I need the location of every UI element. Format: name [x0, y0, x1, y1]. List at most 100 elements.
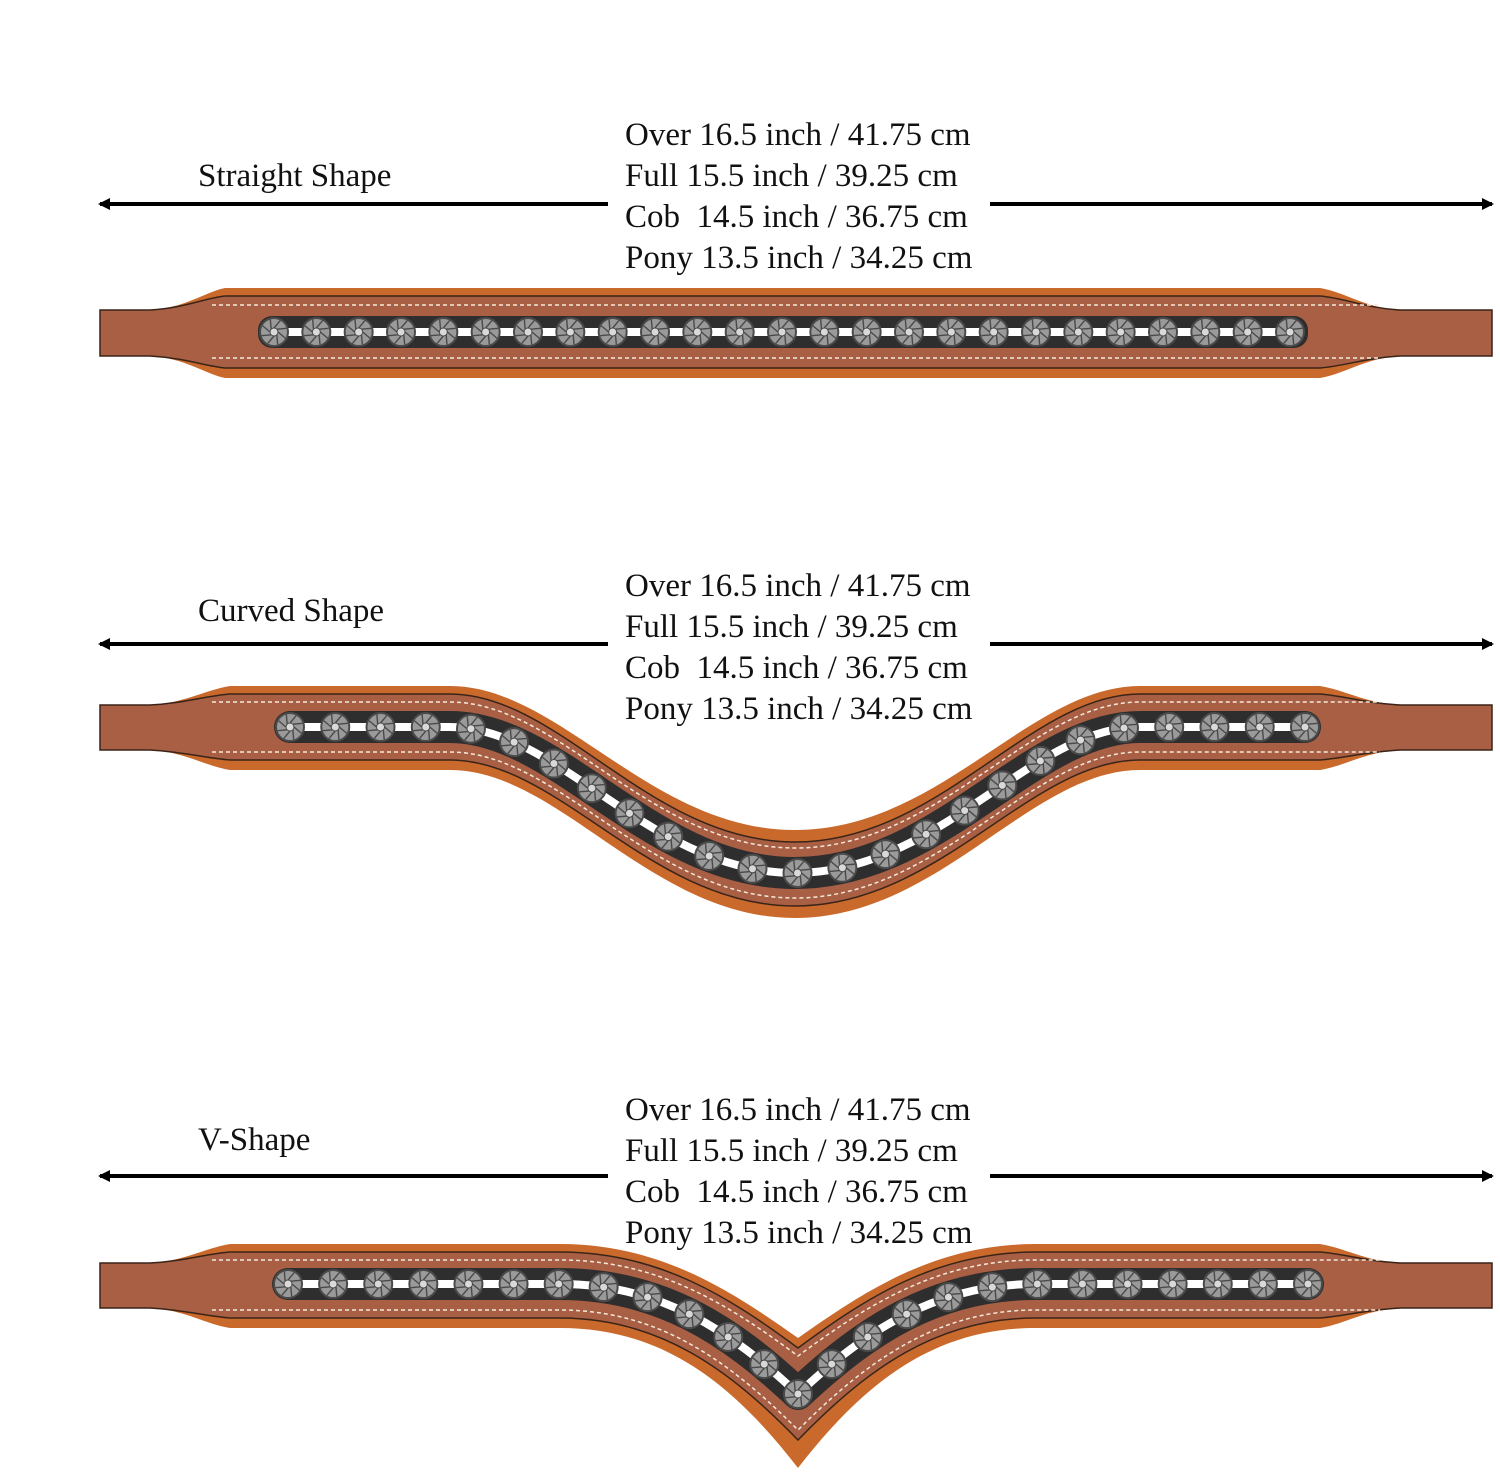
size-pony: Pony 13.5 inch / 34.25 cm — [625, 240, 973, 276]
crystal-icon — [588, 1272, 619, 1303]
crystal-icon — [1293, 1269, 1323, 1299]
crystal-icon — [977, 1272, 1008, 1303]
crystal-icon — [597, 317, 628, 347]
crystal-icon — [978, 317, 1009, 347]
crystal-icon — [1105, 317, 1136, 347]
crystal-icon — [713, 1321, 744, 1352]
crystal-icon — [1275, 317, 1305, 347]
browband-v-shape — [99, 1244, 1493, 1468]
crystal-icon — [538, 748, 569, 779]
crystal-icon — [640, 317, 670, 347]
crystal-icon — [1232, 317, 1263, 347]
crystal-icon — [936, 317, 967, 347]
size-full: Full 15.5 inch / 39.25 cm — [625, 609, 958, 645]
crystal-icon — [894, 317, 924, 347]
crystal-icon — [933, 1282, 964, 1313]
stitching-top — [212, 1259, 1380, 1357]
crystal-icon — [453, 1269, 484, 1299]
crystal-icon — [737, 853, 768, 884]
size-over: Over 16.5 inch / 41.75 cm — [625, 568, 971, 604]
crystal-icon — [614, 798, 645, 829]
crystal-icon — [365, 712, 396, 742]
stitching-bottom — [212, 1309, 1380, 1432]
crystal-icon — [674, 1299, 705, 1330]
section-straight: Straight Shape Over 16.5 inch / 41.75 cm… — [98, 117, 1494, 378]
crystal-icon — [1067, 1269, 1098, 1299]
crystal-icon — [653, 821, 684, 852]
size-pony: Pony 13.5 inch / 34.25 cm — [625, 1215, 973, 1251]
crystal-row — [273, 1269, 1323, 1409]
crystal-icon — [852, 1321, 883, 1352]
crystal-icon — [1108, 713, 1139, 744]
crystal-icon — [1025, 745, 1056, 776]
crystal-icon — [259, 317, 289, 347]
crystal-icon — [1199, 712, 1230, 742]
stitching-bottom — [212, 751, 1380, 899]
crystal-icon — [1065, 725, 1096, 756]
crystal-icon — [455, 713, 486, 744]
crystal-icon — [987, 770, 1018, 801]
browband-curved — [99, 686, 1493, 918]
browband-inner-leather — [99, 693, 1493, 907]
crystal-icon — [275, 712, 305, 742]
section-curved: Curved Shape Over 16.5 inch / 41.75 cm F… — [98, 568, 1494, 918]
size-over: Over 16.5 inch / 41.75 cm — [625, 1092, 971, 1128]
crystal-icon — [363, 1269, 394, 1299]
crystal-icon — [724, 317, 755, 347]
crystal-icon — [386, 317, 416, 347]
size-full: Full 15.5 inch / 39.25 cm — [625, 1133, 958, 1169]
crystal-icon — [318, 1269, 349, 1299]
size-cob: Cob 14.5 inch / 36.75 cm — [625, 650, 968, 686]
size-cob: Cob 14.5 inch / 36.75 cm — [625, 199, 968, 235]
crystal-icon — [827, 852, 858, 883]
crystal-row — [275, 712, 1320, 888]
crystal-icon — [1202, 1269, 1233, 1299]
size-over: Over 16.5 inch / 41.75 cm — [625, 117, 971, 153]
section-v-shape: V-Shape Over 16.5 inch / 41.75 cm Full 1… — [98, 1092, 1494, 1468]
crystal-icon — [749, 1349, 780, 1380]
crystal-icon — [555, 317, 586, 347]
crystal-icon — [911, 819, 942, 850]
crystal-icon — [1022, 1269, 1053, 1299]
size-cob: Cob 14.5 inch / 36.75 cm — [625, 1174, 968, 1210]
size-full: Full 15.5 inch / 39.25 cm — [625, 158, 958, 194]
crystal-icon — [694, 840, 725, 871]
crystal-icon — [870, 839, 901, 870]
crystal-icon — [1063, 317, 1094, 347]
crystal-icon — [576, 773, 607, 804]
shape-label: Straight Shape — [198, 158, 391, 194]
crystal-icon — [851, 317, 882, 347]
crystal-row — [259, 317, 1305, 347]
crystal-icon — [499, 727, 530, 758]
shape-label: Curved Shape — [198, 593, 384, 629]
crystal-icon — [809, 317, 840, 347]
stitching-top — [212, 701, 1380, 849]
crystal-icon — [410, 712, 441, 742]
crystal-icon — [273, 1269, 303, 1299]
crystal-icon — [632, 1282, 663, 1313]
browband-straight — [99, 288, 1493, 378]
crystal-icon — [891, 1299, 922, 1330]
crystal-icon — [301, 317, 332, 347]
crystal-icon — [320, 712, 351, 742]
crystal-icon — [816, 1349, 847, 1380]
crystal-icon — [1247, 1269, 1278, 1299]
crystal-icon — [682, 317, 713, 347]
crystal-icon — [1154, 712, 1185, 742]
crystal-icon — [949, 795, 980, 826]
crystal-icon — [428, 317, 459, 347]
crystal-icon — [470, 317, 501, 347]
crystal-icon — [343, 317, 374, 347]
crystal-icon — [543, 1269, 574, 1299]
crystal-icon — [498, 1269, 529, 1299]
crystal-icon — [1290, 712, 1320, 742]
crystal-icon — [783, 1378, 814, 1409]
crystal-icon — [1157, 1269, 1188, 1299]
crystal-icon — [1021, 317, 1051, 347]
crystal-icon — [1148, 317, 1178, 347]
crystal-icon — [767, 317, 797, 347]
crystal-icon — [513, 317, 543, 347]
shape-label: V-Shape — [198, 1122, 310, 1158]
crystal-icon — [782, 857, 813, 888]
